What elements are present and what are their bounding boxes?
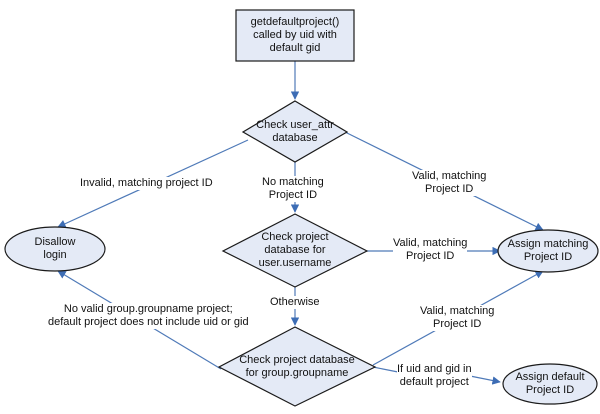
check-groupname-line-1: Check project database — [239, 353, 355, 366]
edge-label-valid-attr: Valid, matching Project ID — [412, 170, 487, 196]
check-username-decision — [221, 213, 369, 288]
check-user-attr-line-1: Check user_attr — [256, 118, 334, 131]
edge-label-no-match: No matching Project ID — [262, 176, 324, 202]
edge-label-otherwise: Otherwise — [270, 296, 320, 309]
start-line-2: called by uid with — [253, 29, 337, 41]
assign-matching-label: Assign matching Project ID — [498, 230, 598, 272]
check-username-line-2: database for — [264, 244, 326, 256]
assign-default-terminal — [502, 363, 598, 405]
check-user-attr-decision — [241, 100, 349, 163]
edge-label-no-valid-group: No valid group.groupname project; defaul… — [48, 303, 249, 329]
disallow-terminal — [4, 226, 106, 272]
start-node-label: getdefaultproject() called by uid with d… — [236, 10, 354, 61]
check-username-line-3: user.username — [258, 257, 332, 269]
check-groupname-decision — [217, 326, 377, 407]
check-username-line-1: Check project — [261, 231, 329, 243]
assign-default-line-2: Project ID — [525, 384, 575, 396]
check-username-label: Check project database for user.username — [223, 214, 367, 287]
check-groupname-line-2: for group.groupname — [245, 366, 349, 379]
assign-default-line-1: Assign default — [515, 371, 585, 383]
assign-matching-line-1: Assign matching — [507, 238, 589, 250]
edge-label-valid-username: Valid, matching Project ID — [393, 237, 468, 263]
assign-matching-line-2: Project ID — [523, 251, 573, 263]
edge-default-project-arrow — [469, 375, 501, 385]
disallow-line-1: Disallow — [34, 236, 76, 248]
start-process-box — [235, 9, 355, 62]
disallow-line-2: login — [43, 249, 67, 261]
assign-matching-terminal — [497, 229, 599, 273]
edge-label-valid-group: Valid, matching Project ID — [420, 305, 495, 331]
edge-label-invalid: Invalid, matching project ID — [80, 177, 213, 190]
assign-default-label: Assign default Project ID — [503, 364, 597, 404]
check-user-attr-label: Check user_attr database — [243, 101, 347, 162]
start-line-3: default gid — [269, 42, 321, 54]
start-line-1: getdefaultproject() — [250, 16, 340, 28]
disallow-label: Disallow login — [5, 227, 105, 271]
check-user-attr-line-2: database — [272, 131, 318, 144]
edge-label-default-project: If uid and gid in default project — [397, 363, 472, 389]
edge-default-project — [372, 366, 399, 373]
check-groupname-label: Check project database for group.groupna… — [219, 327, 375, 406]
